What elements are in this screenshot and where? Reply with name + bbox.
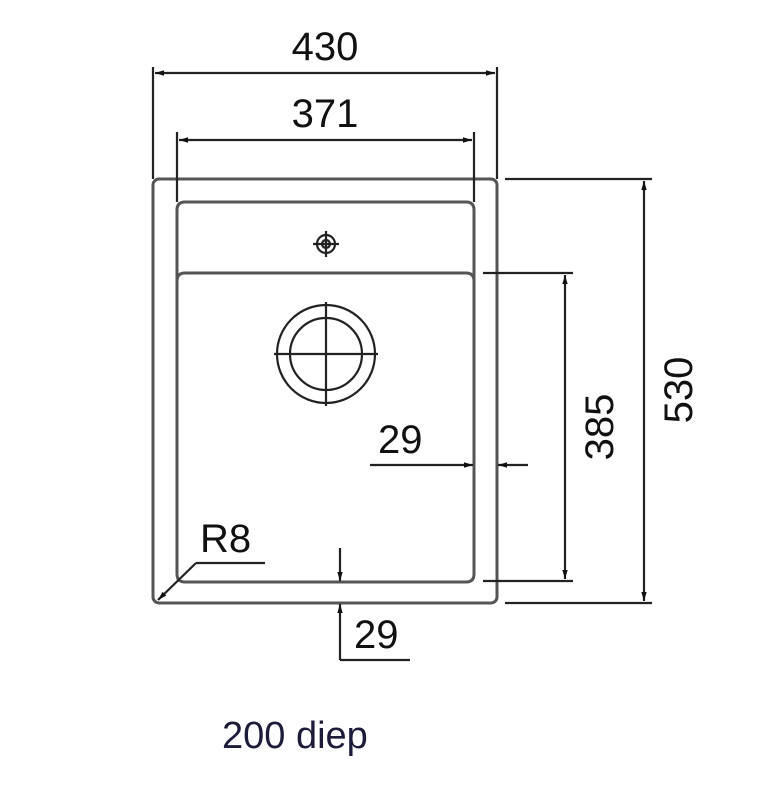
- side-offset-label: 29: [378, 418, 423, 462]
- dimension-overall-width: 430: [151, 25, 499, 179]
- depth-caption: 200 diep: [222, 715, 368, 757]
- dimension-bowl-width: 371: [175, 92, 476, 202]
- dimension-overall-depth: 530: [505, 177, 701, 605]
- dimension-side-offset: 29: [370, 418, 528, 468]
- overall-width-label: 430: [292, 25, 359, 69]
- tap-hole-icon: [313, 231, 339, 257]
- overall-depth-label: 530: [657, 357, 701, 424]
- dimension-bowl-depth: 385: [483, 271, 622, 583]
- dimension-bottom-offset: 29: [337, 548, 410, 662]
- bowl-outline: [175, 200, 476, 584]
- sink-outer-outline: [151, 177, 499, 605]
- bowl-width-label: 371: [292, 92, 359, 136]
- drain-icon: [274, 302, 378, 406]
- bottom-offset-label: 29: [354, 613, 399, 657]
- corner-radius-callout: R8: [157, 517, 265, 601]
- corner-radius-label: R8: [200, 517, 251, 561]
- bowl-depth-label: 385: [578, 394, 622, 461]
